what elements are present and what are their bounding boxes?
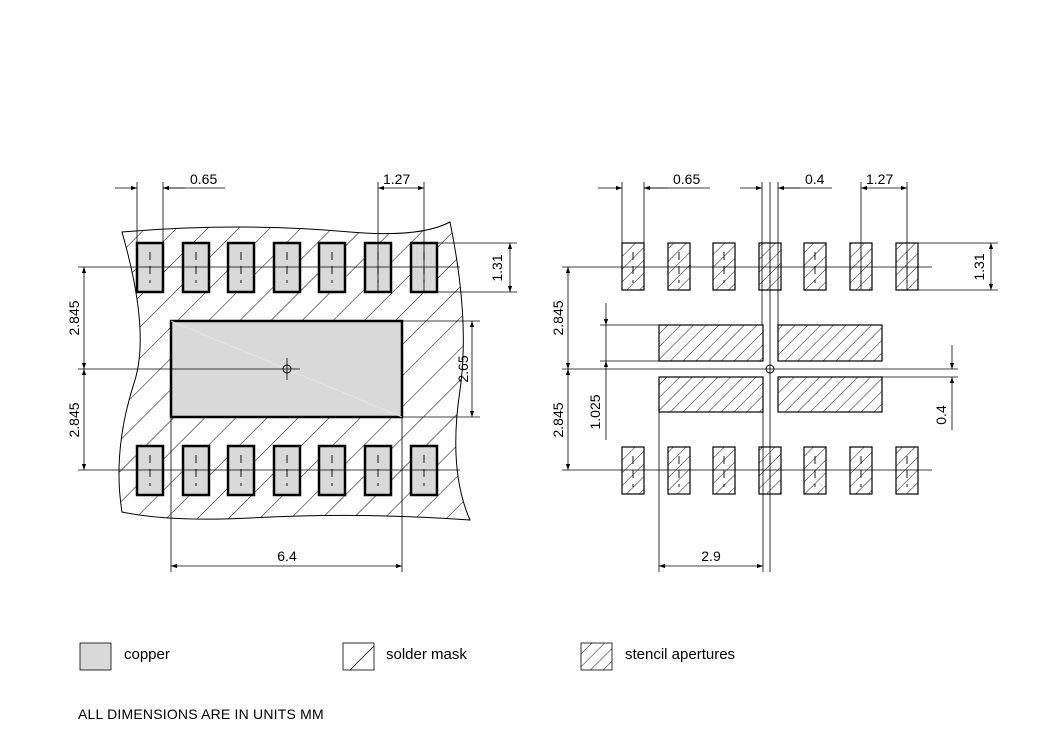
dim-row-offset-top: 2.845: [66, 300, 82, 335]
aperture: [658, 376, 764, 413]
units-footnote: ALL DIMENSIONS ARE IN UNITS MM: [78, 706, 324, 722]
legend-solder-mask-swatch: [342, 642, 375, 671]
dim-pitch: 1.27: [383, 171, 410, 187]
dim-center-pad-height: 2.65: [455, 355, 471, 382]
left-view: 0.65 1.27 1.31 2.65 2.845 2.845 6.4: [66, 171, 517, 572]
right-view: 0.65 0.4 1.27 1.31 2.845 2.845 1.025 0.4…: [550, 171, 998, 572]
aperture: [658, 324, 764, 362]
center-mark-icon: [765, 364, 775, 374]
dim-gap: 0.4: [805, 171, 825, 187]
legend-stencil-label: stencil apertures: [625, 646, 736, 663]
top-pad-row: [135, 241, 439, 294]
center-apertures: [658, 324, 883, 413]
pad: [272, 241, 302, 294]
dim-row-offset-top: 2.845: [550, 300, 566, 335]
dim-pad-width: 0.65: [190, 171, 217, 187]
dim-aperture-gap: 0.4: [933, 405, 949, 425]
dim-aperture-width: 2.9: [701, 548, 721, 564]
aperture: [777, 324, 883, 362]
dim-center-pad-width: 6.4: [277, 548, 297, 564]
aperture: [777, 376, 883, 413]
legend-copper-swatch: [79, 642, 112, 671]
dim-pad-width: 0.65: [673, 171, 700, 187]
dim-pad-height: 1.31: [489, 254, 505, 281]
dim-pad-height: 1.31: [971, 253, 987, 280]
legend-stencil-swatch: [580, 642, 613, 671]
legend-solder-mask-label: solder mask: [386, 646, 467, 663]
legend-copper-label: copper: [124, 646, 170, 663]
dim-aperture-span: 1.025: [587, 394, 603, 429]
dim-pitch: 1.27: [866, 171, 893, 187]
dim-row-offset-bottom: 2.845: [66, 402, 82, 437]
dim-row-offset-bottom: 2.845: [550, 402, 566, 437]
